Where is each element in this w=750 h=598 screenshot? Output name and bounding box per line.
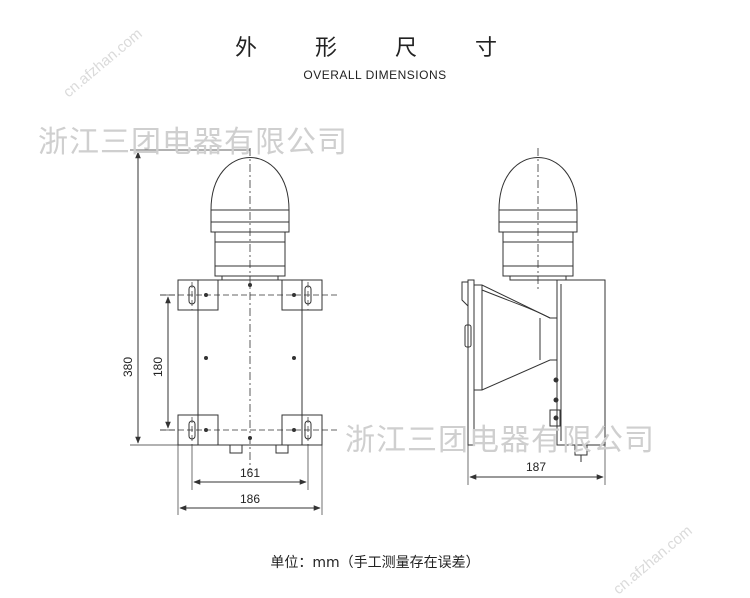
dim-label-161: 161 [240,466,261,480]
watermark-company-top: 浙江三团电器有限公司 [38,125,348,160]
side-view [461,148,606,485]
front-cable-gland-right [275,444,289,454]
watermark-company-bottom: 浙江三团电器有限公司 [345,423,655,458]
dim-label-180: 180 [151,356,166,378]
keyhole-slots [188,285,312,440]
unit-note: 单位：mm（手工测量存在误差） [270,555,480,571]
front-beacon-dome [210,157,290,211]
front-cable-gland-left [229,444,243,454]
dim-label-380: 380 [121,356,136,378]
page-title-cn: 外形尺寸 [234,36,555,61]
page-title-en: OVERALL DIMENSIONS [303,68,447,82]
front-beacon-base [214,231,286,277]
side-horn [473,284,558,391]
dim-label-187: 187 [526,460,547,474]
dim-label-186: 186 [240,492,261,506]
front-view [130,148,340,515]
side-beacon-dome [498,157,578,211]
front-back-plate [197,279,303,446]
